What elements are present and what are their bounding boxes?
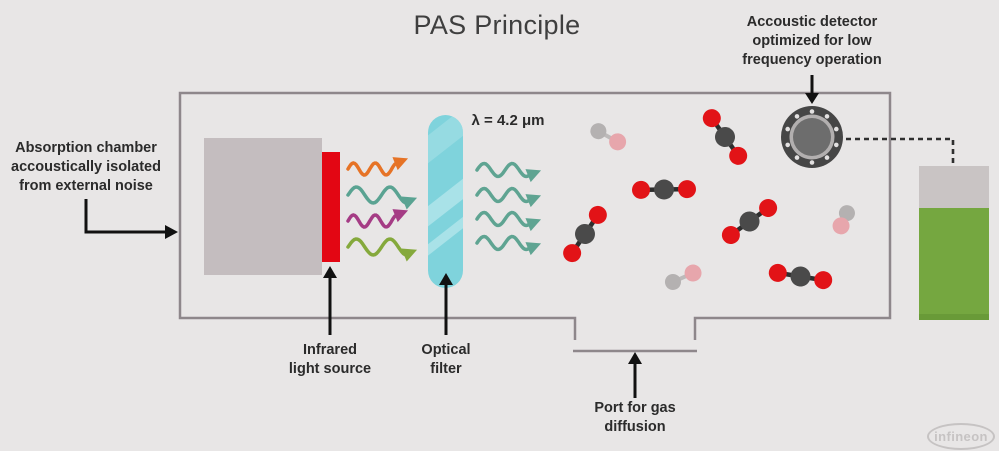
signal-output-bar xyxy=(919,166,989,320)
chamber-outline xyxy=(178,91,892,340)
detector-arrow xyxy=(805,75,819,104)
filtered-wave xyxy=(475,186,542,208)
gas-port-label: Port for gas diffusion xyxy=(594,400,676,435)
optical-filter-arrow xyxy=(439,273,453,335)
filtered-wave xyxy=(475,161,542,183)
ir-source-strip xyxy=(322,152,340,262)
filtered-waves xyxy=(475,161,542,256)
ir-wave xyxy=(346,209,409,229)
ir-emission-waves xyxy=(346,157,418,262)
co2-molecule xyxy=(563,205,607,263)
acoustic-detector-label: Accoustic detector optimized for low fre… xyxy=(742,14,882,68)
ir-wave xyxy=(346,157,409,177)
co2-molecule xyxy=(632,179,696,200)
optical-filter-label: Optical filter xyxy=(421,342,471,377)
co2-molecule xyxy=(702,109,748,165)
absorption-chamber-label: Absorption chamber accoustically isolate… xyxy=(11,140,161,194)
infineon-logo: infineon xyxy=(927,423,995,450)
gas-molecule xyxy=(664,264,702,290)
chamber-arrow xyxy=(84,199,178,239)
detector-wire xyxy=(846,137,955,163)
gas-port-arrow xyxy=(628,352,642,398)
infineon-logo-text: infineon xyxy=(934,429,988,444)
gas-molecule xyxy=(590,123,627,151)
optical-filter xyxy=(428,115,463,288)
ir-wave xyxy=(346,237,418,262)
infrared-source-label: Infrared light source xyxy=(288,342,372,377)
gas-molecule xyxy=(832,205,855,235)
wavelength-label: λ = 4.2 μm xyxy=(471,112,545,129)
ir-wave xyxy=(346,185,418,210)
gas-molecules-layer xyxy=(563,109,855,290)
diagram-title: PAS Principle xyxy=(413,10,581,40)
co2-molecule xyxy=(721,198,778,245)
filtered-wave xyxy=(475,234,542,256)
acoustic-detector xyxy=(781,106,843,168)
co2-molecule xyxy=(768,263,833,290)
filtered-wave xyxy=(475,210,542,232)
ir-source-arrow xyxy=(323,266,337,335)
ir-emitter-body xyxy=(204,138,322,275)
